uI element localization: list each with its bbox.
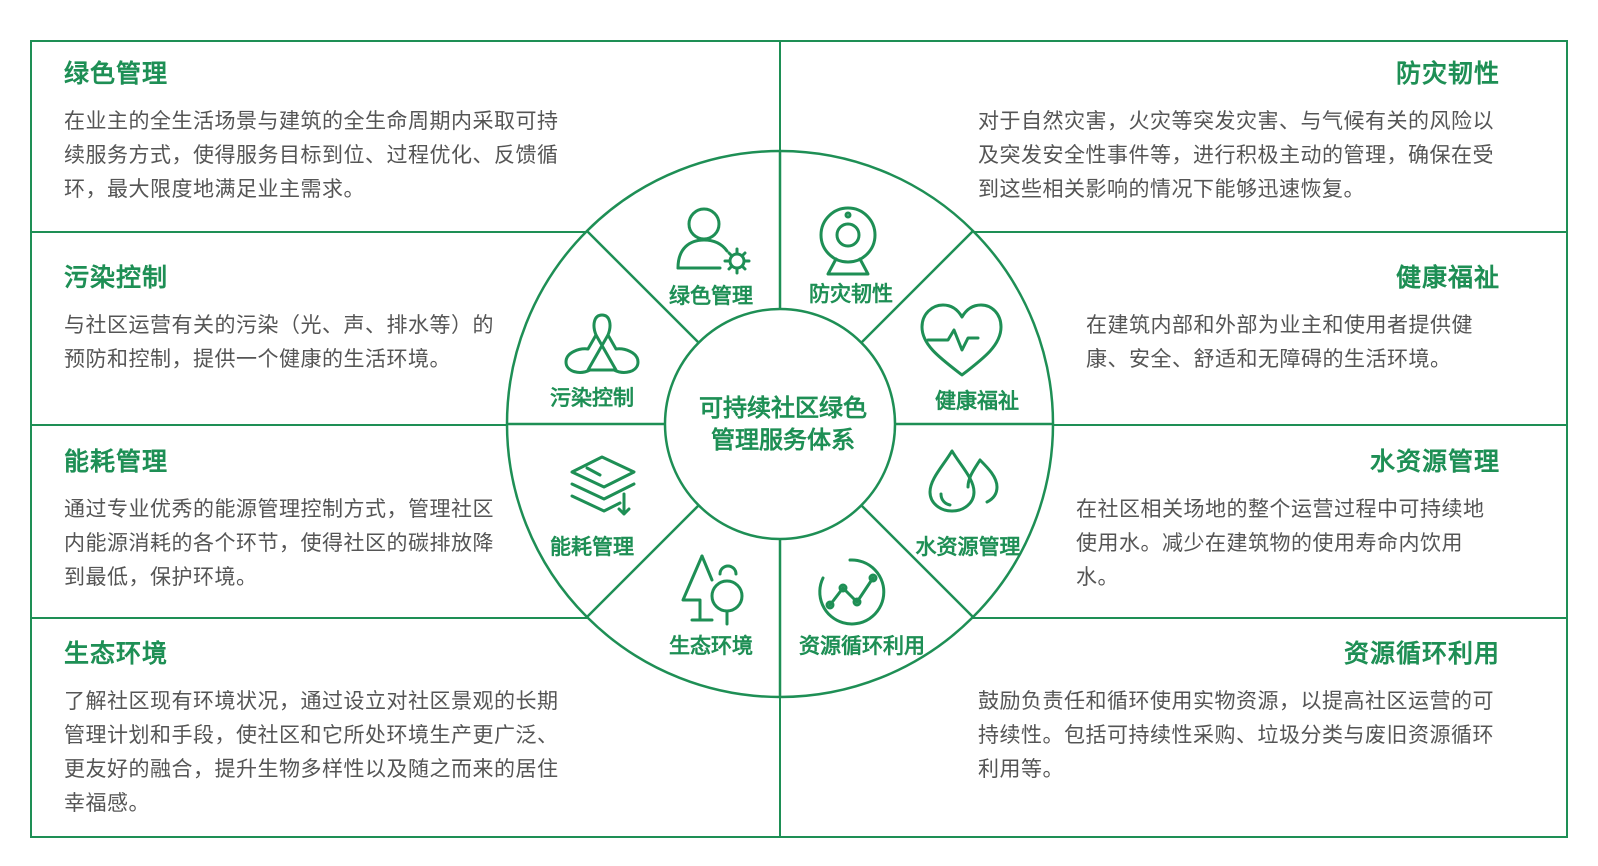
water-drops-icon (928, 449, 999, 513)
panel-health-wellbeing: 健康福祉 在建筑内部和外部为业主和使用者提供健康、安全、舒适和无障碍的生活环境。 (1086, 262, 1500, 376)
panel-body: 鼓励负责任和循环使用实物资源，以提高社区运营的可持续性。包括可持续性采购、垃圾分… (978, 689, 1494, 781)
divider-right-3 (950, 617, 1568, 619)
panel-body: 通过专业优秀的能源管理控制方式，管理社区内能源消耗的各个环节，使得社区的碳排放降… (64, 497, 494, 589)
panel-disaster-resilience: 防灾韧性 对于自然灾害，火灾等突发灾害、与气候有关的风险以及突发安全性事件等，进… (978, 58, 1500, 206)
panel-title: 防灾韧性 (1395, 59, 1500, 88)
outer-frame (30, 40, 1568, 838)
panel-body: 对于自然灾害，火灾等突发灾害、与气候有关的风险以及突发安全性事件等，进行积极主动… (978, 109, 1494, 201)
segment-label-water-management: 水资源管理 (916, 535, 1021, 559)
person-gear-icon (676, 207, 751, 275)
panel-body: 在建筑内部和外部为业主和使用者提供健康、安全、舒适和无障碍的生活环境。 (1086, 313, 1473, 371)
panel-ecology: 生态环境 了解社区现有环境状况，通过设立对社区景观的长期管理计划和手段，使社区和… (64, 638, 574, 820)
center-title-line1: 可持续社区绿色 (699, 394, 867, 422)
segment-label-green-management: 绿色管理 (669, 284, 753, 308)
panel-title: 健康福祉 (1395, 263, 1500, 292)
divider-left-1 (30, 231, 610, 233)
segment-label-resource-recycling: 资源循环利用 (799, 634, 925, 658)
panel-body: 与社区运营有关的污染（光、声、排水等）的预防和控制，提供一个健康的生活环境。 (64, 313, 494, 371)
panel-body: 在社区相关场地的整个运营过程中可持续地使用水。减少在建筑物的使用寿命内饮用水。 (1076, 497, 1485, 589)
panel-resource-recycling: 资源循环利用 鼓励负责任和循环使用实物资源，以提高社区运营的可持续性。包括可持续… (978, 638, 1500, 786)
recycle-knot-icon (564, 313, 640, 374)
segment-label-pollution-control: 污染控制 (550, 386, 634, 410)
divider-right-2 (1040, 424, 1568, 426)
panel-title: 生态环境 (64, 639, 169, 668)
panel-pollution-control: 污染控制 与社区运营有关的污染（光、声、排水等）的预防和控制，提供一个健康的生活… (64, 262, 504, 376)
layers-icon (570, 455, 636, 516)
panel-water-management: 水资源管理 在社区相关场地的整个运营过程中可持续地使用水。减少在建筑物的使用寿命… (1076, 446, 1500, 594)
panel-title: 水资源管理 (1369, 447, 1500, 476)
tree-icon (681, 554, 744, 626)
divider-left-3 (30, 617, 610, 619)
segment-label-ecology: 生态环境 (669, 634, 753, 658)
panel-body: 了解社区现有环境状况，通过设立对社区景观的长期管理计划和手段，使社区和它所处环境… (64, 689, 559, 815)
segment-label-energy-management: 能耗管理 (550, 535, 634, 559)
panel-green-management: 绿色管理 在业主的全生活场景与建筑的全生命周期内采取可持续服务方式，使得服务目标… (64, 58, 574, 206)
webcam-icon (819, 206, 877, 276)
divider-right-1 (950, 231, 1568, 233)
wheel-center-circle (663, 307, 897, 541)
panel-title: 资源循环利用 (1343, 639, 1500, 668)
divider-left-2 (30, 424, 520, 426)
panel-title: 能耗管理 (64, 447, 169, 476)
segment-label-disaster-resilience: 防灾韧性 (809, 282, 893, 306)
panel-body: 在业主的全生活场景与建筑的全生命周期内采取可持续服务方式，使得服务目标到位、过程… (64, 109, 559, 201)
panel-energy-management: 能耗管理 通过专业优秀的能源管理控制方式，管理社区内能源消耗的各个环节，使得社区… (64, 446, 494, 594)
panel-title: 污染控制 (64, 263, 169, 292)
heart-pulse-icon (920, 303, 1003, 377)
panel-title: 绿色管理 (64, 59, 169, 88)
wheel-spokes (507, 151, 1053, 697)
center-title-line2: 管理服务体系 (711, 426, 855, 454)
chart-circle-icon (818, 558, 886, 626)
segment-label-health-wellbeing: 健康福祉 (935, 389, 1019, 413)
